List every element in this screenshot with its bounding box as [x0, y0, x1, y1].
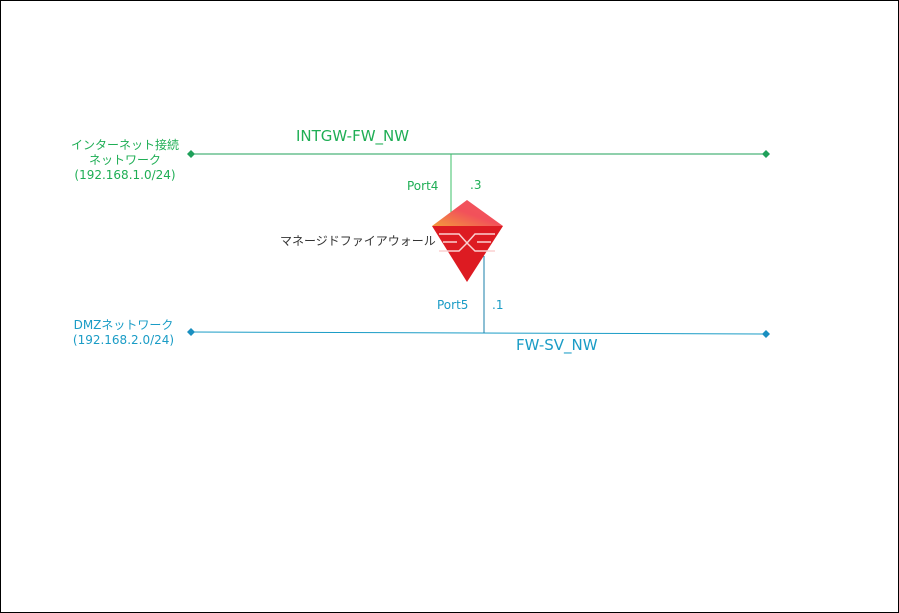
port5-label: Port5	[437, 298, 469, 312]
internet-network-label: インターネット接続 ネットワーク (192.168.1.0/24)	[65, 138, 185, 183]
endpoint-left-green[interactable]	[187, 150, 195, 158]
label-line2: ネットワーク	[88, 153, 161, 167]
port5-address: .1	[492, 298, 504, 312]
label-line1: DMZネットワーク	[73, 318, 174, 332]
network-name-intgw-fw-nw: INTGW-FW_NW	[296, 127, 410, 145]
endpoint-left-blue[interactable]	[187, 328, 195, 336]
device-label: マネージドファイアウォール	[280, 234, 436, 248]
network-name-fw-sv-nw: FW-SV_NW	[516, 336, 598, 354]
label-line1: インターネット接続	[70, 138, 179, 152]
firewall-diamond-icon[interactable]	[432, 200, 503, 282]
dmz-network-label: DMZネットワーク (192.168.2.0/24)	[61, 318, 186, 348]
endpoint-right-green[interactable]	[762, 150, 770, 158]
endpoint-right-blue[interactable]	[762, 330, 770, 338]
subnet-label: (192.168.1.0/24)	[74, 168, 176, 182]
fw-sv-nw-line[interactable]	[190, 331, 767, 335]
subnet-label: (192.168.2.0/24)	[72, 333, 175, 347]
port4-address: .3	[470, 178, 482, 192]
port4-label: Port4	[407, 179, 439, 193]
